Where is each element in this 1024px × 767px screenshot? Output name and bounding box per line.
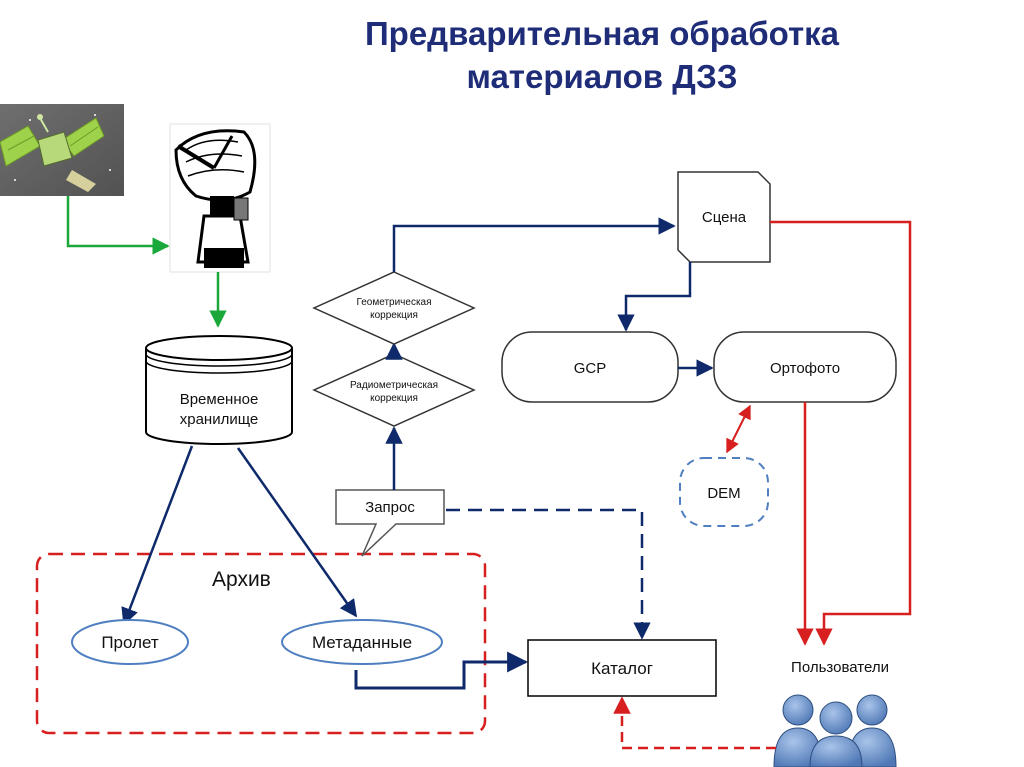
- storage-label-line2: хранилище: [180, 411, 259, 428]
- query-node: Запрос: [335, 489, 445, 557]
- storage-label-line1: Временное: [180, 391, 259, 408]
- metadata-label: Метаданные: [312, 633, 412, 652]
- metadata-node: Метаданные: [281, 619, 443, 665]
- flow-arrow: [121, 445, 194, 626]
- radiometric-label-line1: Радиометрическая: [350, 380, 438, 391]
- geometric-label-line2: коррекция: [370, 310, 418, 321]
- radiometric-label-line2: коррекция: [370, 393, 418, 404]
- dem-ortho-arrow: [726, 404, 751, 454]
- catalog-label: Каталог: [591, 659, 653, 678]
- radiometric-correction-node: Радиометрическая коррекция: [312, 353, 476, 427]
- users-group-icon: [773, 694, 897, 767]
- dem-node: DEM: [679, 457, 769, 527]
- satellite-dish-icon: [169, 123, 271, 273]
- users-catalog-dashed-arrow: [613, 696, 776, 750]
- archive-box: [35, 552, 487, 735]
- flow-arrow: [617, 262, 692, 332]
- gcp-node: GCP: [501, 331, 679, 403]
- scene-label: Сцена: [702, 209, 747, 226]
- satellite-icon: [0, 104, 124, 196]
- query-dashed-arrow: [446, 508, 651, 640]
- temporary-storage: Временное хранилище: [145, 335, 293, 445]
- orthophoto-node: Ортофото: [713, 331, 897, 403]
- gcp-label: GCP: [574, 360, 607, 377]
- delivery-arrow: [770, 220, 912, 646]
- flow-arrow: [354, 651, 529, 690]
- flow-arrow: [236, 447, 358, 618]
- geometric-label-line1: Геометрическая: [356, 297, 431, 308]
- geometric-correction-node: Геометрическая коррекция: [312, 271, 476, 345]
- reception-arrow: [66, 196, 170, 255]
- archive-label: Архив: [212, 568, 271, 591]
- scene-node: Сцена: [677, 171, 771, 263]
- pass-label: Пролет: [101, 633, 159, 652]
- flow-arrow: [392, 217, 676, 272]
- users-label: Пользователи: [791, 659, 889, 676]
- query-label: Запрос: [365, 499, 415, 516]
- orthophoto-label: Ортофото: [770, 360, 840, 377]
- pass-node: Пролет: [71, 619, 189, 665]
- catalog-node: Каталог: [527, 639, 717, 697]
- dem-label: DEM: [707, 485, 740, 502]
